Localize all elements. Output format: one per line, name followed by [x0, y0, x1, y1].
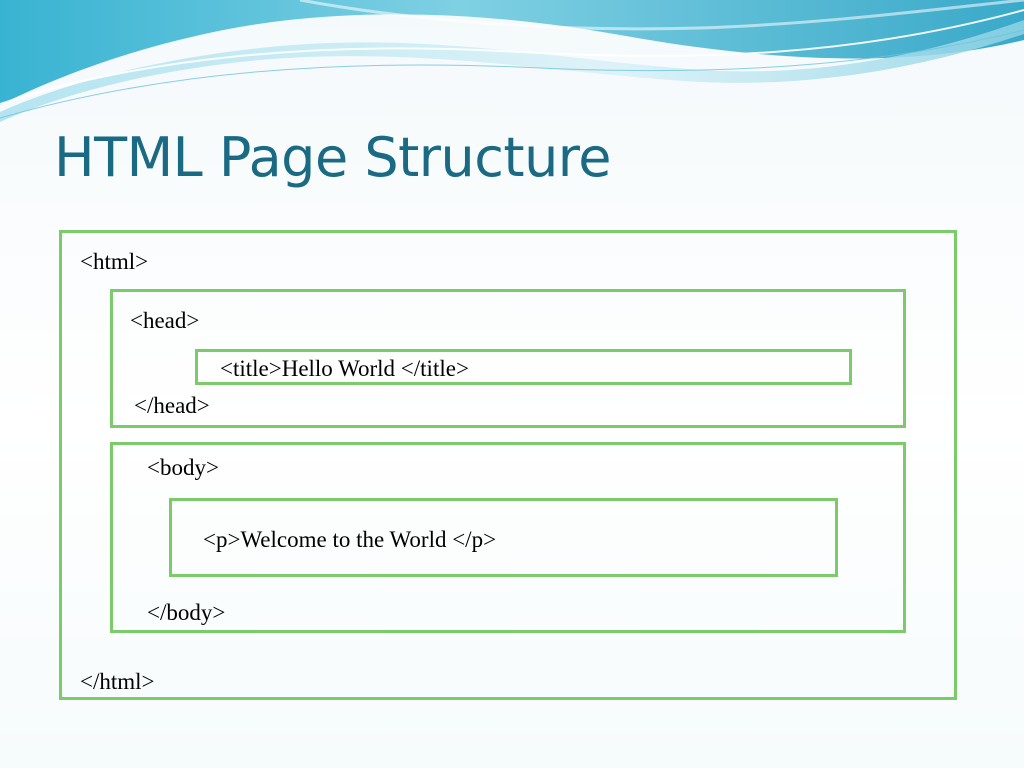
paragraph-element-text: <p>Welcome to the World </p> — [203, 527, 497, 552]
page-title: HTML Page Structure — [54, 126, 612, 189]
paragraph-element-box — [169, 498, 838, 577]
body-close-tag: </body> — [147, 600, 226, 625]
title-element-text: <title>Hello World </title> — [220, 356, 469, 381]
body-open-tag: <body> — [147, 455, 219, 480]
wave-line-2 — [0, 29, 1024, 119]
head-element-box — [110, 289, 906, 428]
head-close-tag: </head> — [134, 393, 210, 418]
body-element-box — [110, 442, 906, 633]
title-element-box — [195, 349, 852, 385]
wave-line-1 — [0, 9, 1024, 105]
html-open-tag: <html> — [80, 249, 149, 274]
head-open-tag: <head> — [130, 308, 200, 333]
html-close-tag: </html> — [80, 669, 155, 694]
wave-line-3 — [299, 0, 1024, 31]
wave-main — [0, 0, 1024, 105]
html-element-box — [59, 230, 957, 700]
wave-highlight — [0, 20, 1024, 122]
decorative-wave-header — [0, 0, 1024, 122]
